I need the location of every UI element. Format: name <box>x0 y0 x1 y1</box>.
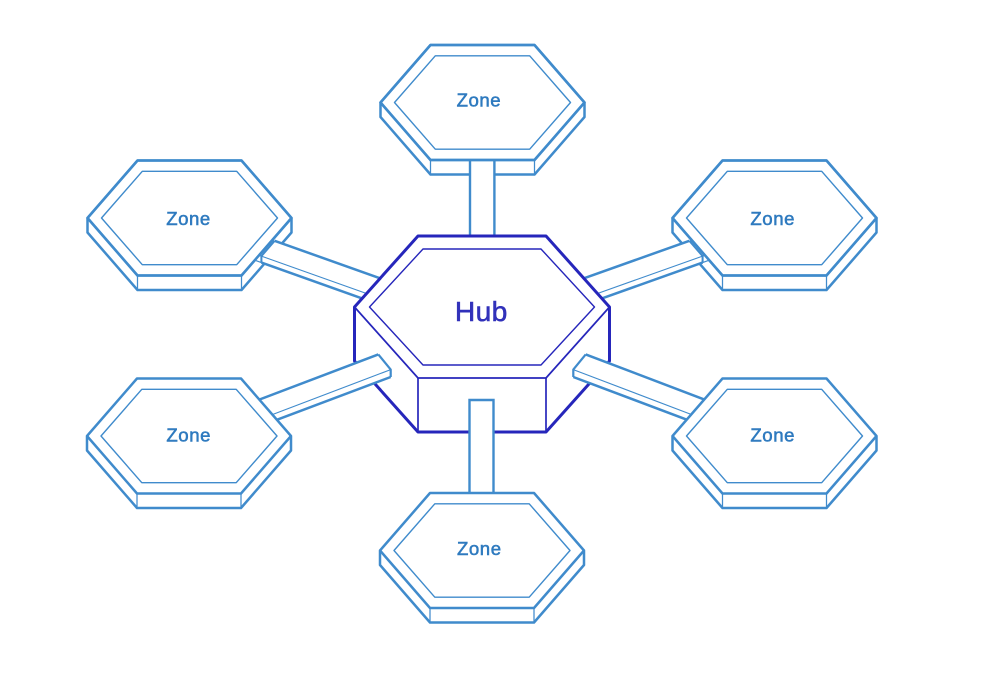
svg-text:Zone: Zone <box>457 89 502 110</box>
svg-text:Zone: Zone <box>457 538 502 559</box>
svg-text:Zone: Zone <box>750 208 795 229</box>
svg-text:Zone: Zone <box>750 425 795 446</box>
svg-text:Zone: Zone <box>166 208 211 229</box>
svg-text:Zone: Zone <box>166 425 211 446</box>
svg-text:Hub: Hub <box>455 295 508 327</box>
